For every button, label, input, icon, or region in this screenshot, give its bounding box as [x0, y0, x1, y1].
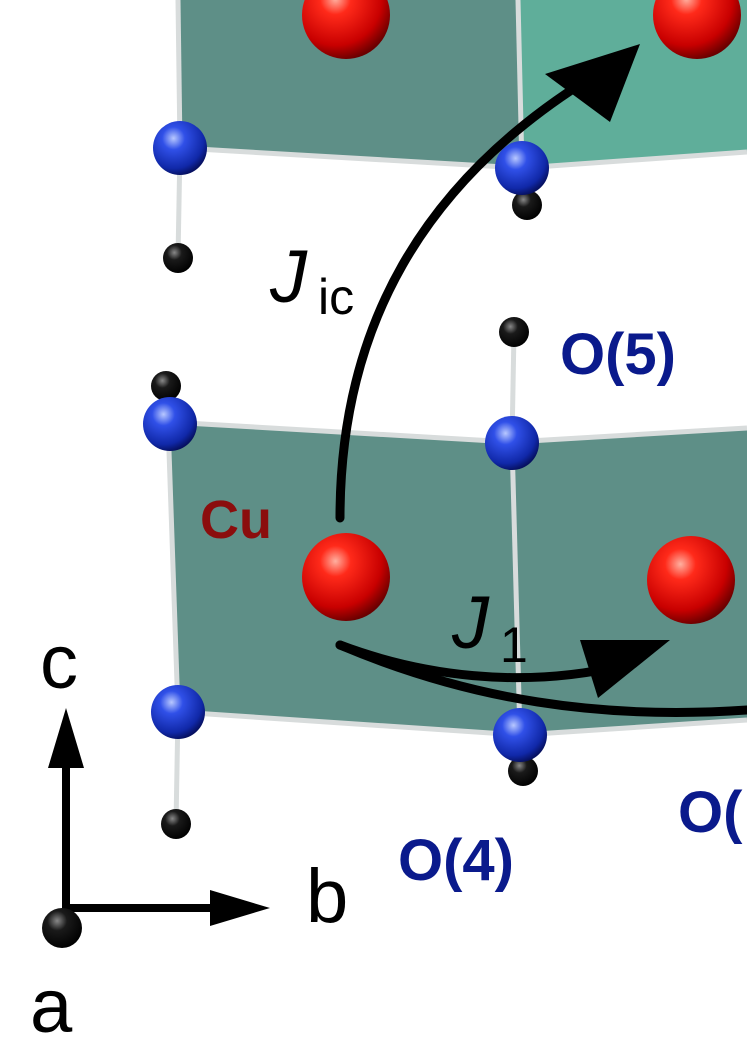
copper-atoms: [302, 0, 741, 624]
o-atom: [151, 685, 205, 739]
plaquette-main-right: [512, 428, 747, 735]
o-atom: [495, 141, 549, 195]
o-atom: [485, 416, 539, 470]
j1-arrowhead: [580, 640, 670, 698]
c-axis-arrowhead: [48, 708, 84, 768]
a-axis-dot: [42, 908, 82, 948]
bond: [165, 421, 181, 713]
bond: [509, 441, 523, 736]
atom-labels: O(5) O(4) O( Cu: [200, 322, 743, 893]
o-atom: [493, 708, 547, 762]
o-atom: [153, 121, 207, 175]
cu-label: Cu: [200, 490, 272, 550]
j-ic-label: J: [269, 235, 308, 318]
bond: [511, 425, 747, 445]
cu-atom: [302, 533, 390, 621]
h-atom: [161, 809, 191, 839]
o-partial-label: O(: [678, 780, 743, 845]
bond: [515, 0, 525, 169]
exchange-labels: J ic J 1: [269, 235, 528, 673]
j1-subscript: 1: [500, 617, 528, 673]
cu-atom: [647, 536, 735, 624]
j-ic-arrow: [335, 67, 605, 523]
h-atom: [512, 190, 542, 220]
c-axis-label: c: [40, 620, 78, 705]
bond: [521, 149, 747, 171]
j-long-arrow: [335, 640, 747, 717]
cu-atom: [302, 0, 390, 59]
axes: c b a: [30, 620, 348, 1049]
bond: [519, 717, 747, 738]
cu-atom: [653, 0, 741, 59]
j1-label: J: [451, 581, 490, 664]
o4-label: O(4): [398, 828, 514, 893]
h-atom: [499, 317, 529, 347]
o-atom: [143, 397, 197, 451]
h-atom: [163, 243, 193, 273]
b-axis-label: b: [306, 854, 348, 939]
j-ic-subscript: ic: [318, 269, 354, 325]
h-atom: [151, 371, 181, 401]
bond: [179, 145, 523, 171]
o5-label: O(5): [560, 322, 676, 387]
hydrogen-atoms: [151, 190, 542, 839]
b-axis-arrowhead: [210, 890, 270, 926]
bond: [167, 419, 513, 445]
bond: [177, 709, 521, 738]
exchange-arrows: [335, 44, 747, 717]
j-ic-arrowhead: [545, 44, 640, 122]
plaquette-top-left: [178, 0, 522, 168]
h-atom: [508, 756, 538, 786]
oxygen-atoms: [143, 121, 549, 762]
a-axis-label: a: [30, 964, 73, 1049]
